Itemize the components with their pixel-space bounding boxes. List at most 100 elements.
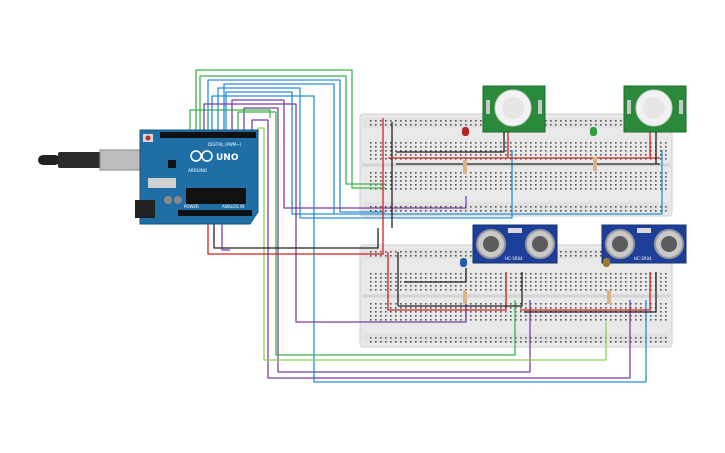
breadboard-hole: [550, 120, 552, 122]
led-orange[interactable]: [603, 258, 610, 267]
breadboard-hole: [505, 337, 507, 339]
breadboard-hole: [495, 289, 497, 291]
resistor-top-left[interactable]: [463, 160, 467, 174]
breadboard-hole: [565, 337, 567, 339]
breadboard-hole: [400, 184, 402, 186]
breadboard-hole: [580, 319, 582, 321]
breadboard-hole: [450, 206, 452, 208]
breadboard-hole: [505, 315, 507, 317]
breadboard-hole: [475, 303, 477, 305]
breadboard-hole: [615, 210, 617, 212]
breadboard-hole: [470, 176, 472, 178]
breadboard-hole: [385, 337, 387, 339]
breadboard-hole: [450, 307, 452, 309]
breadboard-hole: [395, 277, 397, 279]
breadboard-hole: [660, 289, 662, 291]
breadboard-hole: [600, 188, 602, 190]
breadboard-hole: [435, 285, 437, 287]
ultrasonic-sensor-right[interactable]: HC-SR04: [601, 224, 687, 264]
breadboard-hole: [640, 307, 642, 309]
breadboard-hole: [560, 172, 562, 174]
breadboard-hole: [485, 341, 487, 343]
breadboard-hole: [625, 341, 627, 343]
breadboard-hole: [615, 289, 617, 291]
breadboard-hole: [375, 315, 377, 317]
breadboard-hole: [525, 150, 527, 152]
breadboard-hole: [555, 285, 557, 287]
breadboard-hole: [415, 188, 417, 190]
pir-sensor-right[interactable]: [623, 85, 687, 133]
breadboard-hole: [565, 184, 567, 186]
breadboard-hole: [435, 150, 437, 152]
breadboard-hole: [640, 341, 642, 343]
breadboard-hole: [480, 311, 482, 313]
breadboard-hole: [600, 184, 602, 186]
ultrasonic-sensor-left[interactable]: HC-SR04: [472, 224, 558, 264]
breadboard-hole: [510, 188, 512, 190]
breadboard-hole: [490, 311, 492, 313]
resistor-bottom-left[interactable]: [463, 290, 467, 304]
breadboard-hole: [510, 281, 512, 283]
breadboard-hole: [440, 184, 442, 186]
breadboard-hole: [450, 285, 452, 287]
breadboard-hole: [455, 124, 457, 126]
breadboard-hole: [470, 315, 472, 317]
breadboard-hole: [435, 180, 437, 182]
breadboard-hole: [415, 289, 417, 291]
breadboard-hole: [450, 120, 452, 122]
breadboard-hole: [520, 150, 522, 152]
breadboard-hole: [435, 142, 437, 144]
breadboard-hole: [435, 184, 437, 186]
breadboard-hole: [580, 341, 582, 343]
breadboard-hole: [390, 277, 392, 279]
power-analog-header: [178, 210, 252, 216]
arduino-uno-board[interactable]: UNO DIGITAL (PWM~) ARDUINO POWER ANALOG …: [135, 129, 259, 225]
led-red[interactable]: [462, 127, 469, 136]
breadboard-hole: [385, 172, 387, 174]
breadboard-hole: [550, 184, 552, 186]
breadboard-hole: [445, 150, 447, 152]
led-green[interactable]: [590, 127, 597, 136]
breadboard-hole: [555, 146, 557, 148]
breadboard-hole: [405, 307, 407, 309]
breadboard-hole: [385, 255, 387, 257]
breadboard-hole: [515, 154, 517, 156]
breadboard-hole: [530, 210, 532, 212]
breadboard-hole: [550, 289, 552, 291]
breadboard-hole: [575, 303, 577, 305]
breadboard-hole: [420, 142, 422, 144]
breadboard-hole: [590, 124, 592, 126]
breadboard-hole: [550, 210, 552, 212]
breadboard-hole: [585, 315, 587, 317]
breadboard-hole: [445, 273, 447, 275]
breadboard-hole: [400, 251, 402, 253]
breadboard-hole: [410, 172, 412, 174]
breadboard-hole: [585, 289, 587, 291]
breadboard-hole: [540, 281, 542, 283]
resistor-bottom-right[interactable]: [607, 290, 611, 304]
pir-sensor-left[interactable]: [482, 85, 546, 133]
breadboard-hole: [470, 158, 472, 160]
breadboard-hole: [370, 172, 372, 174]
breadboard-hole: [565, 281, 567, 283]
breadboard-hole: [385, 251, 387, 253]
breadboard-hole: [555, 341, 557, 343]
breadboard-hole: [490, 277, 492, 279]
breadboard-hole: [610, 180, 612, 182]
breadboard-hole: [650, 307, 652, 309]
breadboard-hole: [460, 184, 462, 186]
breadboard-hole: [585, 188, 587, 190]
breadboard-hole: [395, 150, 397, 152]
breadboard-hole: [405, 277, 407, 279]
breadboard-hole: [625, 273, 627, 275]
resistor-top-right[interactable]: [593, 157, 597, 171]
led-blue[interactable]: [460, 258, 467, 267]
breadboard-hole: [620, 285, 622, 287]
breadboard-hole: [495, 146, 497, 148]
breadboard-hole: [400, 307, 402, 309]
breadboard-hole: [595, 154, 597, 156]
breadboard-hole: [410, 142, 412, 144]
breadboard-hole: [530, 180, 532, 182]
breadboard-hole: [405, 251, 407, 253]
breadboard-hole: [410, 315, 412, 317]
